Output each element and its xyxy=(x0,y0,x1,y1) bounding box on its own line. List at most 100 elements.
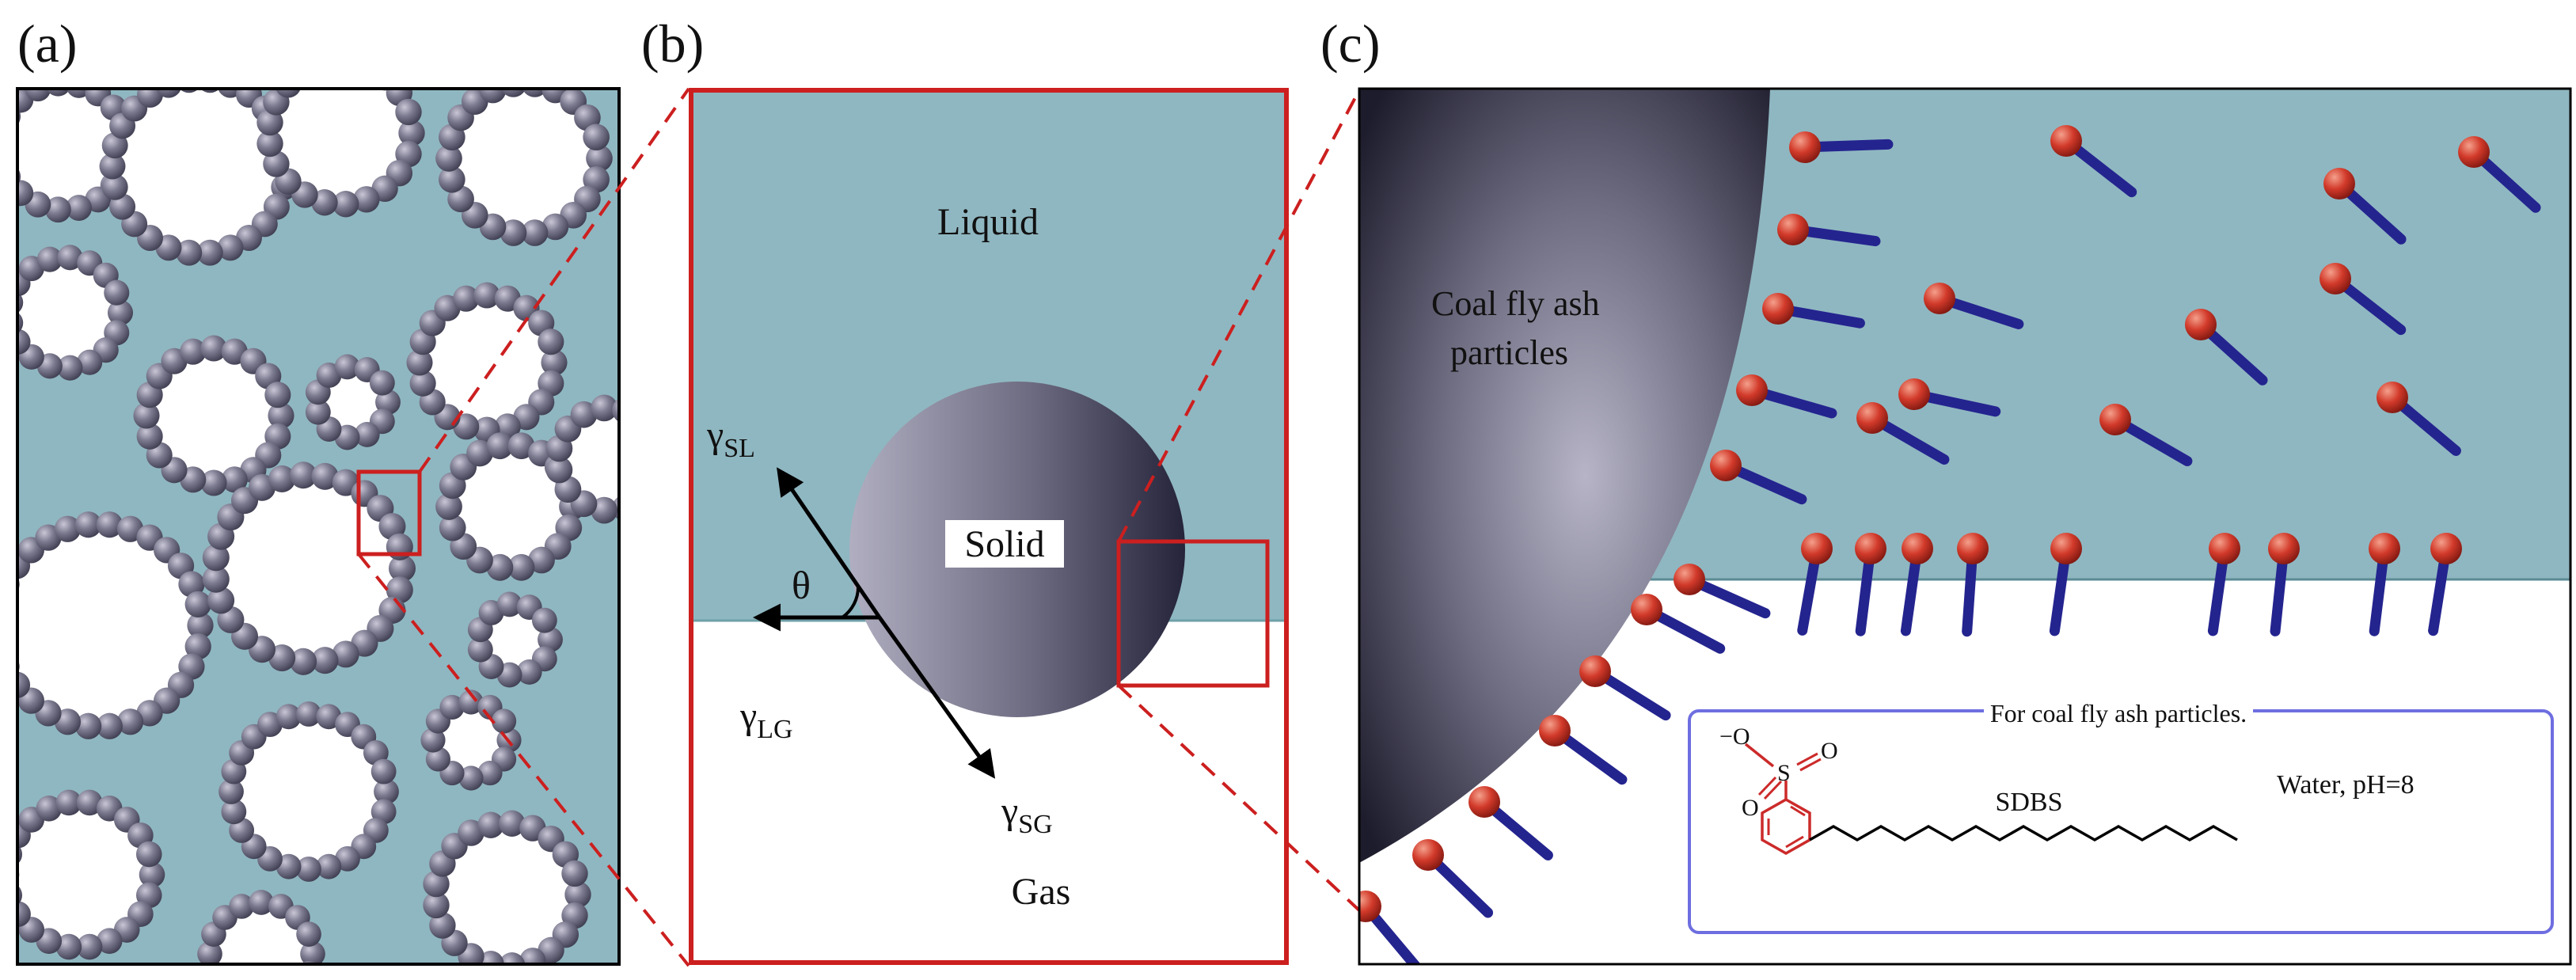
pore xyxy=(133,335,294,496)
particle-sphere xyxy=(296,921,321,947)
particle-sphere xyxy=(176,239,203,266)
particle-sphere xyxy=(496,591,522,617)
particle-sphere xyxy=(74,712,102,739)
particle-sphere xyxy=(136,423,163,450)
particle-sphere xyxy=(425,746,451,772)
particle-sphere xyxy=(221,799,247,825)
pore xyxy=(467,591,563,688)
particle-sphere xyxy=(196,239,223,266)
particle-sphere xyxy=(643,425,670,452)
oxygen-bottom: O xyxy=(1742,795,1759,821)
particle-sphere xyxy=(305,399,331,425)
hydrophilic-head xyxy=(1762,293,1794,325)
particle-sphere xyxy=(586,145,613,172)
particle-sphere xyxy=(300,941,325,964)
particle-sphere xyxy=(519,948,546,964)
particle-sphere xyxy=(378,89,392,91)
hydrophilic-head xyxy=(2377,382,2408,413)
particle-sphere xyxy=(137,89,163,108)
particle-sphere xyxy=(200,469,227,496)
particle-sphere xyxy=(156,89,181,98)
coal-fly-ash-particle xyxy=(1359,89,1770,863)
molecule-name: SDBS xyxy=(1995,788,2062,817)
particle-sphere xyxy=(202,565,230,593)
particle-sphere xyxy=(104,279,130,306)
particle-sphere xyxy=(311,51,337,77)
particle-sphere xyxy=(184,632,211,660)
particle-sphere xyxy=(109,193,136,220)
panel-b-label: (b) xyxy=(641,13,704,74)
particle-sphere xyxy=(296,857,321,882)
inset-title-bg xyxy=(1984,700,2253,724)
hydrophilic-head xyxy=(1801,533,1833,564)
surfactant xyxy=(1762,293,1865,329)
panel-a-frame xyxy=(16,87,621,966)
particle-sphere xyxy=(354,421,380,447)
particle-sphere xyxy=(423,870,450,898)
particle-sphere xyxy=(375,389,401,415)
hydrophilic-head xyxy=(1789,131,1821,163)
solid-label: Solid xyxy=(964,523,1044,565)
pore xyxy=(545,394,670,524)
pore xyxy=(423,810,591,964)
particle-sphere xyxy=(491,708,517,734)
particle-sphere xyxy=(332,49,359,75)
gamma-sl-arrow xyxy=(777,467,882,619)
particle-sphere xyxy=(507,553,535,581)
panel-a-label: (a) xyxy=(17,13,77,74)
particle-sphere xyxy=(500,89,526,97)
condition-label: Water, pH=8 xyxy=(2277,770,2415,800)
particle-sphere xyxy=(76,933,103,960)
particle-sphere xyxy=(353,186,380,213)
hydrophilic-head xyxy=(1898,378,1930,410)
particle-sphere xyxy=(57,355,83,381)
hydrophilic-head xyxy=(2209,533,2240,564)
gamma-sg-arrow xyxy=(877,616,996,779)
hydrophilic-head xyxy=(1674,564,1705,595)
particle-sphere xyxy=(479,89,507,104)
particle-sphere xyxy=(0,633,13,659)
particle-sphere xyxy=(477,760,503,786)
particle-sphere xyxy=(116,708,144,735)
particle-sphere xyxy=(486,553,514,581)
hydrophilic-head xyxy=(1631,594,1662,625)
surfactant xyxy=(1957,533,1989,637)
particle-sphere xyxy=(409,370,436,397)
contact-angle-arc xyxy=(841,586,861,619)
particle-sphere xyxy=(17,329,31,355)
particle-sphere xyxy=(500,219,527,246)
hydrophilic-head xyxy=(1412,839,1444,871)
oxygen-top: O xyxy=(1821,738,1838,764)
gamma-sg-label: γSG xyxy=(1001,790,1053,839)
particle-sphere xyxy=(36,796,63,822)
particle-sphere xyxy=(229,894,254,919)
particle-sphere xyxy=(477,951,504,964)
particle-sphere xyxy=(0,591,13,617)
hydrophilic-head xyxy=(2268,533,2300,564)
particle-sphere xyxy=(406,349,433,376)
particle-sphere xyxy=(77,349,103,375)
particle-sphere xyxy=(631,408,658,435)
inset-title: For coal fly ash particles. xyxy=(1990,699,2247,727)
solid-label-box xyxy=(945,520,1064,568)
hydrophilic-head xyxy=(2323,168,2355,199)
pore xyxy=(256,49,425,218)
hydrophilic-head xyxy=(1902,533,1933,564)
particle-sphere xyxy=(0,123,13,149)
pore xyxy=(420,689,522,791)
particle-sphere xyxy=(66,195,93,221)
particle-sphere xyxy=(275,89,301,98)
panel-b-frame xyxy=(689,88,1289,965)
particle-sphere xyxy=(423,891,450,919)
particle-sphere xyxy=(486,432,514,460)
alkyl-chain xyxy=(1809,824,2238,842)
hydrophilic-head xyxy=(2099,404,2131,435)
pore xyxy=(435,89,613,246)
zoom-line-a-lower xyxy=(357,553,690,967)
particle-sphere xyxy=(184,591,211,618)
particle-sphere xyxy=(420,727,446,753)
particle-sphere xyxy=(458,765,484,791)
particle-sphere xyxy=(133,402,160,429)
particle-label-line1: Coal fly ash xyxy=(1431,284,1600,323)
